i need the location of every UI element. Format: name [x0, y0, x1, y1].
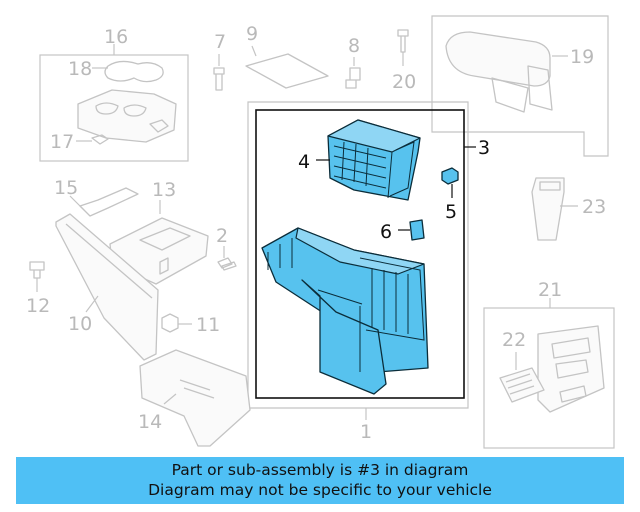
part-group-23: 23: [531, 177, 606, 241]
part-15-bracket: [79, 187, 139, 217]
part-5-clip: [441, 167, 459, 185]
callout-6: 6: [380, 221, 392, 243]
part-11-clip: [161, 313, 179, 333]
callout-23: 23: [582, 196, 606, 218]
part-6-bracket: [409, 219, 425, 241]
part-group-12: 12: [26, 261, 50, 317]
part-9-mat: [245, 53, 329, 89]
callout-20: 20: [392, 71, 416, 93]
callout-11: 11: [196, 314, 220, 336]
part-18-cup-insert: [104, 60, 164, 83]
part-19-armrest-lid: [445, 31, 551, 87]
part-23-duct: [531, 177, 565, 241]
part-group-14: 14: [138, 349, 251, 447]
callout-17: 17: [50, 131, 74, 153]
part-group-21: 21 22: [483, 279, 615, 449]
part-7-bolt: [213, 67, 225, 91]
callout-19: 19: [570, 46, 594, 68]
callout-14: 14: [138, 411, 162, 433]
part-2-bolt: [217, 257, 237, 271]
callout-1: 1: [360, 421, 372, 443]
part-group-2: 2: [216, 225, 237, 271]
part-14-lower-bracket: [139, 349, 251, 447]
callout-21: 21: [538, 279, 562, 301]
callout-18: 18: [68, 58, 92, 80]
callout-8: 8: [348, 35, 360, 57]
part-12-bolt: [29, 261, 45, 279]
part-8-fastener: [345, 67, 361, 89]
callout-2: 2: [216, 225, 228, 247]
part-group-20: 20: [392, 29, 416, 93]
part-group-15: 15: [54, 177, 139, 217]
part-17-clip: [91, 134, 109, 145]
callout-22: 22: [502, 329, 526, 351]
callout-16: 16: [104, 26, 128, 48]
callout-9: 9: [246, 23, 258, 45]
callout-7: 7: [214, 31, 226, 53]
banner-line-1: Part or sub-assembly is #3 in diagram: [171, 461, 469, 479]
part-3-console-body: [261, 227, 429, 395]
callout-4: 4: [298, 151, 310, 173]
part-10-side-panel: [55, 213, 159, 361]
part-group-8: 8: [345, 35, 361, 89]
part-4-storage-bin: [327, 119, 421, 201]
banner-line-2: Diagram may not be specific to your vehi…: [148, 481, 492, 499]
info-banner: Part or sub-assembly is #3 in diagram Di…: [16, 457, 624, 504]
part-group-13: 13: [109, 179, 209, 285]
part-16-cupholder-body: [77, 89, 177, 143]
part-group-11: 11: [161, 313, 220, 336]
part-group-10: 10: [55, 213, 159, 361]
callout-5: 5: [445, 201, 457, 223]
part-group-19: 19: [431, 15, 609, 157]
part-group-9: 9: [245, 23, 329, 89]
callout-10: 10: [68, 313, 92, 335]
part-20-screw: [397, 29, 409, 53]
callout-12: 12: [26, 295, 50, 317]
callout-3: 3: [478, 137, 490, 159]
callout-15: 15: [54, 177, 78, 199]
part-group-7: 7: [213, 31, 226, 91]
part-group-3: 3 4 5 6: [255, 109, 490, 399]
callout-13: 13: [152, 179, 176, 201]
part-3-box: [255, 109, 465, 399]
part-group-16: 16 18 17: [39, 26, 189, 162]
part-21-box: [483, 307, 615, 449]
